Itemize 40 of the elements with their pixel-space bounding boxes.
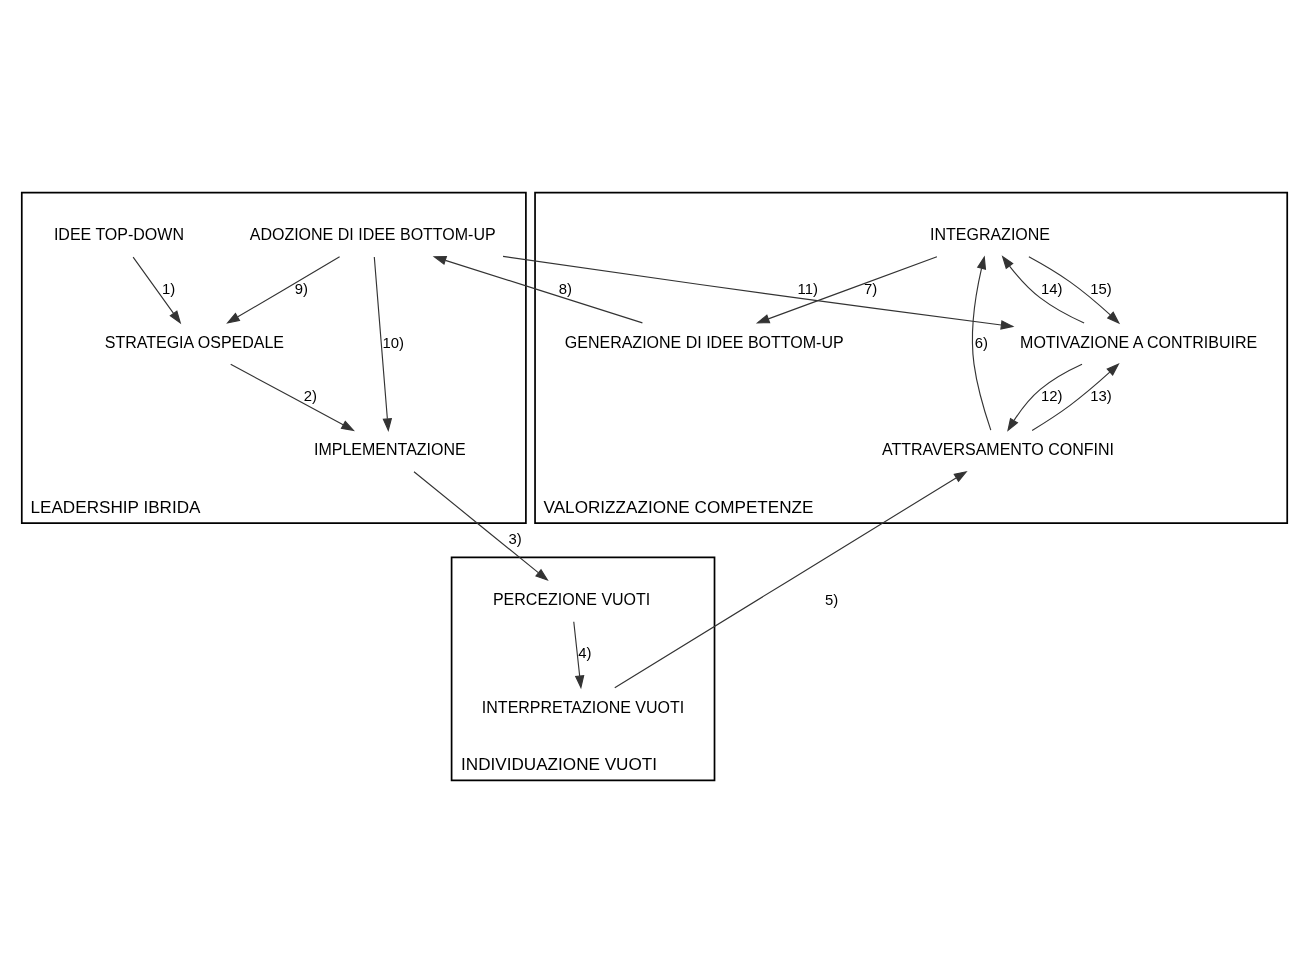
arrow xyxy=(230,363,355,432)
edge-label: 12) xyxy=(1040,388,1063,405)
arrow xyxy=(971,255,992,431)
node-text: GENERAZIONE DI IDEE BOTTOM-UP xyxy=(564,333,844,351)
node-text: IMPLEMENTAZIONE xyxy=(314,441,466,459)
edge-label: 9) xyxy=(294,280,308,297)
arrow xyxy=(132,256,182,325)
node-text: PERCEZIONE VUOTI xyxy=(492,591,651,609)
edge-label: 7) xyxy=(863,280,878,297)
edge-label: 5) xyxy=(825,591,839,608)
arrow xyxy=(413,471,549,582)
edge-label: 2) xyxy=(303,388,318,405)
node-text: ATTRAVERSAMENTO CONFINI xyxy=(882,441,1115,459)
edge-label: 3) xyxy=(508,531,522,548)
arrow xyxy=(1028,256,1121,325)
edge-label: 1) xyxy=(162,280,176,297)
arrow xyxy=(373,256,393,433)
arrow xyxy=(1001,255,1085,324)
node-text: INTERPRETAZIONE VUOTI xyxy=(481,698,685,716)
arrow xyxy=(502,255,1015,330)
edge-label: 14) xyxy=(1040,280,1063,297)
edge-label: 11) xyxy=(797,280,818,297)
node-text: IDEE TOP-DOWN xyxy=(53,226,184,244)
arrow xyxy=(1007,363,1083,432)
arrow xyxy=(573,621,585,690)
edge-label: 13) xyxy=(1090,388,1112,405)
node-text: ADOZIONE DI IDEE BOTTOM-UP xyxy=(249,226,496,244)
edge-label: 4) xyxy=(578,645,592,662)
arrow xyxy=(226,256,341,324)
node-text: STRATEGIA OSPEDALE xyxy=(104,333,285,351)
node-text: INTEGRAZIONE xyxy=(930,226,1051,244)
arrow xyxy=(614,470,968,689)
edge-label: 10) xyxy=(382,334,405,351)
node-text: MOTIVAZIONE A CONTRIBUIRE xyxy=(1020,333,1258,351)
arrow xyxy=(1031,363,1120,431)
edge-label: 8) xyxy=(558,280,572,297)
edge-label: 6) xyxy=(974,334,989,351)
arrow xyxy=(755,256,938,324)
arrow xyxy=(432,255,643,324)
edge-label: 15) xyxy=(1090,280,1112,297)
